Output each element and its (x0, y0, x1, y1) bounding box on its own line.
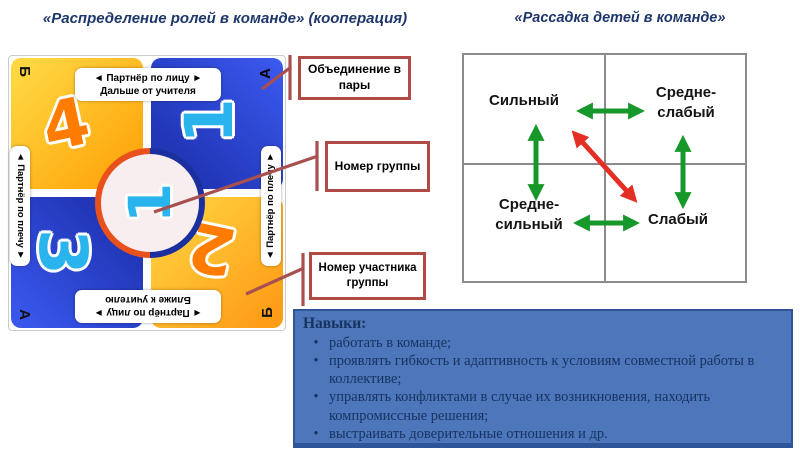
skill-item: • проявлять гибкость и адаптивность к ус… (303, 352, 783, 389)
bullet-icon: • (313, 334, 319, 351)
mat-corner-letter: А (257, 68, 275, 79)
skill-item: • работать в команде; (303, 334, 783, 352)
title-seating: «Рассадка детей в команде» (514, 10, 726, 26)
skill-text: работать в команде; (329, 334, 452, 351)
skill-text: проявлять гибкость и адаптивность к усло… (329, 352, 755, 388)
mat-number-3: 3 (23, 229, 101, 275)
cell-medium-strong: Средне- сильный (495, 196, 563, 234)
mat-label-line: ◄ Партнёр по лицу ► (93, 72, 203, 84)
skill-item: • выстраивать доверительные отношения и … (303, 425, 783, 443)
cell-medium-weak: Средне- слабый (655, 84, 717, 122)
mat-number-1: 1 (170, 98, 248, 144)
cell-strong: Сильный (489, 92, 559, 109)
bullet-icon: • (313, 425, 319, 442)
skill-text: выстраивать доверительные отношения и др… (329, 425, 608, 442)
mat-label-line: Ближе к учителю (105, 294, 191, 306)
team-mat-image: Б 4 А 1 А 3 Б 2 ◄ Партнёр по лицу ► Даль… (8, 55, 286, 331)
skill-item: • управлять конфликтами в случае их возн… (303, 388, 783, 425)
mat-corner-letter: Б (15, 66, 33, 77)
cell-weak: Слабый (648, 211, 708, 228)
mat-corner-letter: А (15, 309, 33, 320)
skill-text: управлять конфликтами в случае их возник… (329, 389, 711, 424)
mat-label-face-partner-near: ◄ Партнёр по лицу ► Ближе к учителю (75, 290, 221, 323)
seating-grid: Сильный Средне- слабый Средне- сильный С… (462, 53, 747, 283)
mat-label-shoulder-partner-left: ◄ Партнёр по плечу ► (10, 146, 30, 266)
mat-center-circle: 1 (95, 148, 205, 258)
mat-corner-letter: Б (259, 307, 277, 318)
mat-label-line: ◄ Партнёр по лицу ► (93, 307, 203, 319)
mat-label-shoulder-partner-right: ◄ Партнёр по плечу ► (261, 146, 281, 266)
callout-pairing: Объединение в пары (298, 56, 411, 100)
bullet-icon: • (313, 389, 319, 406)
callout-group-number: Номер группы (325, 141, 430, 192)
grid-divider-vertical (604, 55, 606, 281)
skills-box: Навыки: • работать в команде; • проявлят… (293, 309, 793, 448)
mat-label-line: Дальше от учителя (100, 85, 196, 97)
grid-divider-horizontal (464, 163, 745, 165)
callout-member-number: Номер участника группы (309, 252, 426, 300)
mat-label-face-partner-far: ◄ Партнёр по лицу ► Дальше от учителя (75, 68, 221, 101)
title-roles: «Распределение ролей в команде» (коопера… (42, 10, 408, 27)
skills-heading: Навыки: (303, 315, 367, 332)
mat-center-number: 1 (115, 182, 184, 224)
mat-center-circle-inner: 1 (101, 154, 199, 252)
bullet-icon: • (313, 352, 319, 369)
